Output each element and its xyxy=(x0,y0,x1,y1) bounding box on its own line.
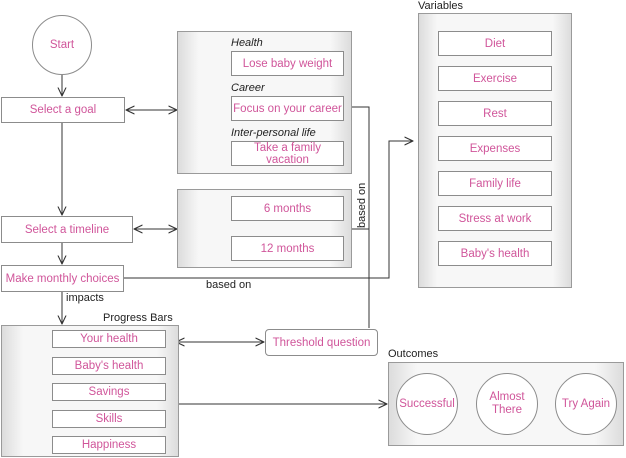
edge-label-based-on-vertical: based on xyxy=(356,182,368,228)
variable-label: Rest xyxy=(483,107,507,120)
outcome-successful[interactable]: Successful xyxy=(396,373,458,435)
edge-label-based-on: based on xyxy=(206,279,252,291)
progress-label: Savings xyxy=(88,386,130,398)
progress-label: Skills xyxy=(95,413,123,425)
start-label: Start xyxy=(49,38,75,51)
monthly-choices-node[interactable]: Make monthly choices xyxy=(1,265,124,292)
option-family-vacation[interactable]: Take a family vacation xyxy=(231,141,344,166)
variable-label: Exercise xyxy=(472,72,518,85)
variable-babys-health[interactable]: Baby's health xyxy=(438,241,552,266)
outcome-try-again[interactable]: Try Again xyxy=(555,373,617,435)
select-timeline-label: Select a timeline xyxy=(24,223,110,236)
outcome-almost-there[interactable]: Almost There xyxy=(476,373,538,435)
progress-savings[interactable]: Savings xyxy=(52,383,166,401)
threshold-label: Threshold question xyxy=(272,336,371,349)
variable-rest[interactable]: Rest xyxy=(438,101,552,126)
variable-family-life[interactable]: Family life xyxy=(438,171,552,196)
progress-label: Baby's health xyxy=(74,360,144,372)
option-6-months[interactable]: 6 months xyxy=(231,196,344,221)
edge-monthly-variables xyxy=(124,141,413,279)
variable-stress-at-work[interactable]: Stress at work xyxy=(438,206,552,231)
variables-title: Variables xyxy=(418,0,464,12)
threshold-question-node[interactable]: Threshold question xyxy=(265,329,378,356)
variable-label: Baby's health xyxy=(460,247,530,260)
category-interpersonal: Inter-personal life xyxy=(231,127,316,139)
outcome-label: Successful xyxy=(399,397,455,410)
option-12-months[interactable]: 12 months xyxy=(231,236,344,261)
progress-label: Happiness xyxy=(81,439,137,451)
select-timeline-node[interactable]: Select a timeline xyxy=(1,216,133,243)
option-label: 6 months xyxy=(263,202,312,215)
start-node[interactable]: Start xyxy=(32,15,92,75)
variable-label: Expenses xyxy=(469,142,521,155)
variable-label: Diet xyxy=(484,37,506,50)
progress-babys-health[interactable]: Baby's health xyxy=(52,357,166,375)
select-goal-node[interactable]: Select a goal xyxy=(1,97,125,123)
option-label: Take a family vacation xyxy=(253,141,322,166)
variable-expenses[interactable]: Expenses xyxy=(438,136,552,161)
variable-label: Family life xyxy=(469,177,521,190)
outcomes-title: Outcomes xyxy=(388,348,439,360)
variable-diet[interactable]: Diet xyxy=(438,31,552,56)
select-goal-label: Select a goal xyxy=(29,104,97,116)
option-focus-career[interactable]: Focus on your career xyxy=(231,96,344,121)
option-label: 12 months xyxy=(260,242,315,255)
monthly-choices-label: Make monthly choices xyxy=(5,272,120,285)
progress-your-health[interactable]: Your health xyxy=(52,330,166,348)
category-health: Health xyxy=(231,37,263,49)
option-label: Lose baby weight xyxy=(242,57,333,70)
edge-label-impacts: impacts xyxy=(66,292,104,304)
option-label: Focus on your career xyxy=(233,102,342,115)
progress-happiness[interactable]: Happiness xyxy=(52,436,166,454)
progress-label: Your health xyxy=(80,333,138,345)
variable-label: Stress at work xyxy=(458,212,532,225)
category-career: Career xyxy=(231,82,265,94)
option-lose-baby-weight[interactable]: Lose baby weight xyxy=(231,51,344,76)
variable-exercise[interactable]: Exercise xyxy=(438,66,552,91)
progress-bars-title: Progress Bars xyxy=(103,312,173,324)
outcome-label: Almost There xyxy=(489,391,525,416)
outcome-label: Try Again xyxy=(561,397,611,410)
edge-panel-threshold xyxy=(352,106,370,328)
progress-skills[interactable]: Skills xyxy=(52,410,166,428)
